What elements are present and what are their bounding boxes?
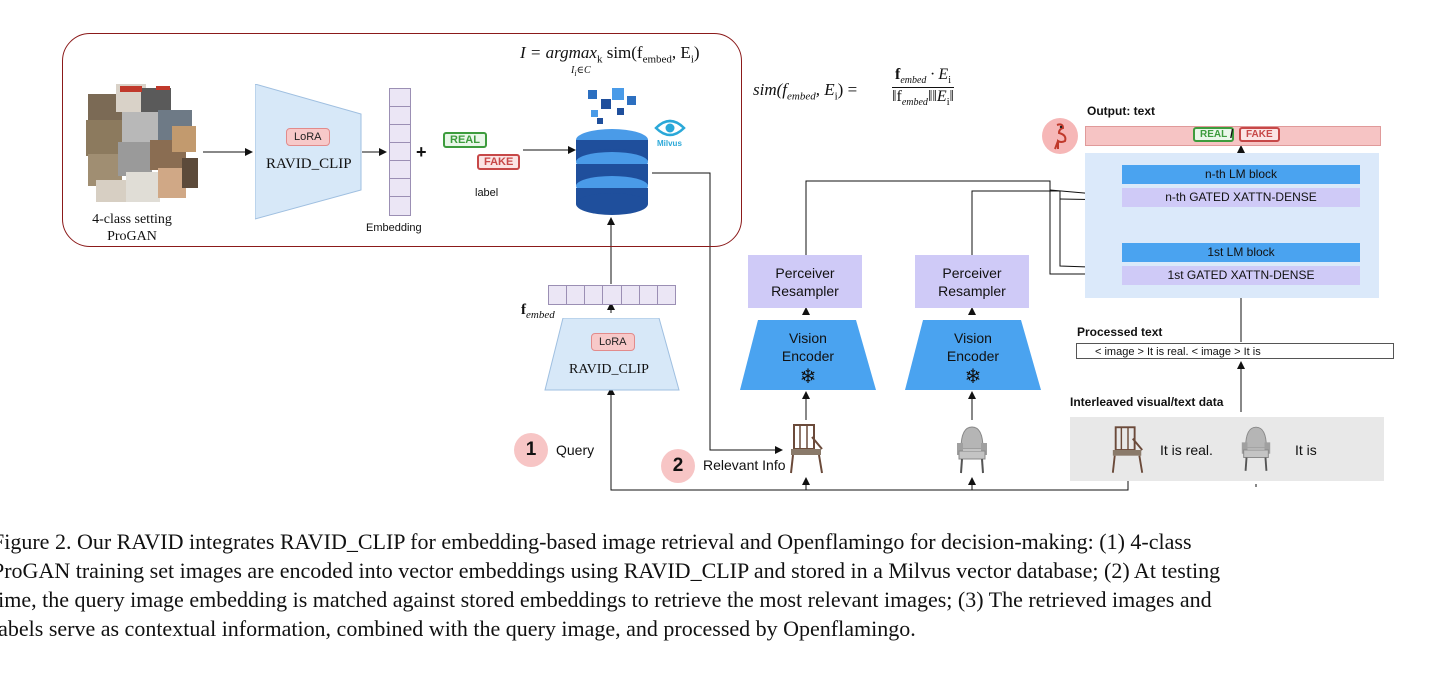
embedding-label: Embedding	[366, 222, 422, 234]
it-is-real-text: It is real.	[1160, 442, 1213, 458]
first-gated-xattn: 1st GATED XATTN-DENSE	[1122, 266, 1360, 285]
chair-icon-query	[957, 426, 987, 474]
label-caption: label	[475, 187, 499, 199]
dataset-label: 4-class setting ProGAN	[92, 212, 172, 244]
step-2-badge: 2	[661, 449, 695, 483]
output-label: Output: text	[1087, 104, 1155, 118]
f-embed-label: fembed	[521, 302, 555, 321]
lora-badge-query: LoRA	[591, 333, 635, 351]
similarity-formula-lhs: sim(fembed, Ei) =	[753, 80, 858, 103]
snowflake-icon: ❄	[799, 366, 817, 388]
argmax-formula: I = argmaxk sim(fembed, Ei)	[520, 43, 700, 66]
argmax-subscript: Ii∈C	[571, 65, 591, 78]
chair-icon-retrieved	[790, 424, 823, 474]
relevant-info-label: Relevant Info	[703, 457, 786, 473]
interleaved-label: Interleaved visual/text data	[1070, 395, 1224, 409]
fake-tag-output: FAKE	[1239, 127, 1280, 142]
nth-gated-xattn: n-th GATED XATTN-DENSE	[1122, 188, 1360, 207]
snowflake-icon: ❄	[964, 366, 982, 388]
step-1-badge: 1	[514, 433, 548, 467]
fake-tag-top: FAKE	[477, 154, 521, 170]
flamingo-icon	[1042, 118, 1078, 154]
chair-icon-interleaved-2	[1241, 426, 1271, 471]
lora-badge-top: LoRA	[286, 128, 330, 146]
progan-image-collage	[86, 84, 198, 204]
index-panel	[62, 33, 742, 247]
milvus-eye-icon	[654, 119, 686, 137]
figure-caption: Figure 2. Our RAVID integrates RAVID_CLI…	[0, 529, 1221, 641]
ravid-clip-label-query: RAVID_CLIP	[569, 362, 649, 377]
similarity-formula-fraction: fembed · Ei ‖fembed‖‖Ei‖	[892, 66, 954, 109]
ravid-clip-label-top: RAVID_CLIP	[266, 156, 352, 172]
nth-lm-block: n-th LM block	[1122, 165, 1360, 184]
ravid-clip-encoder-top	[255, 84, 362, 220]
first-lm-block: 1st LM block	[1122, 243, 1360, 262]
ravid-clip-encoder-query	[544, 318, 680, 391]
processed-text-box: < image > It is real. < image > It is	[1076, 343, 1394, 359]
output-slash: /	[1230, 127, 1234, 141]
real-tag-output: REAL	[1193, 127, 1235, 142]
chair-icon-interleaved-1	[1111, 426, 1144, 473]
plus-sign: +	[416, 142, 427, 162]
vision-encoder-2-shape	[905, 320, 1041, 390]
real-tag-top: REAL	[443, 132, 487, 148]
vector-database-icon	[576, 88, 648, 215]
it-is-text: It is	[1295, 442, 1317, 458]
vision-encoder-1-shape	[740, 320, 876, 390]
query-embedding-vector	[548, 285, 676, 305]
embedding-vector	[389, 88, 411, 216]
query-label: Query	[556, 442, 595, 458]
processed-text-label: Processed text	[1077, 325, 1163, 339]
milvus-label: Milvus	[657, 139, 682, 148]
